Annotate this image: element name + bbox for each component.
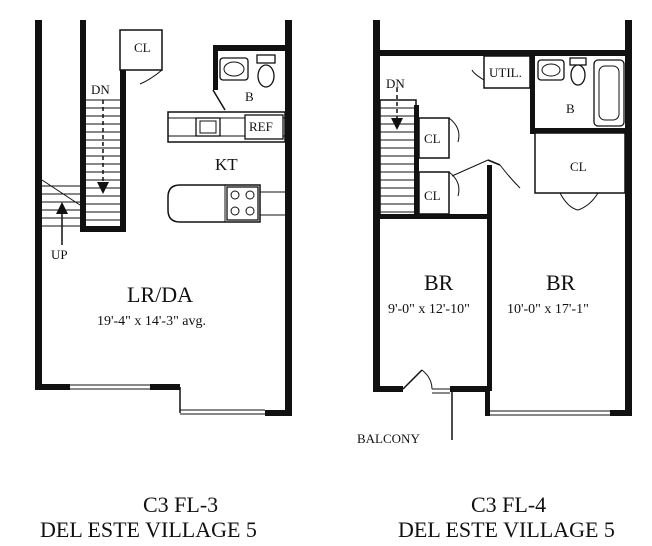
fl4-bedroom-2-dim: 10'-0" x 17'-1"	[507, 302, 589, 317]
fl4-bottom-wall-right	[610, 410, 632, 416]
fl3-bottom-wall-left	[35, 384, 70, 390]
fl4-stair-down: DN	[379, 76, 417, 217]
fl4-utility: UTIL.	[471, 55, 531, 89]
fl3-stair-down: DN	[80, 20, 126, 232]
fl4-left-wall	[373, 20, 380, 392]
fl3-closet-label: CL	[134, 40, 151, 55]
fl4-right-wall	[625, 20, 632, 415]
fl3-caption-line1: C3 FL-3	[143, 492, 218, 517]
fl3-cooktop	[226, 186, 259, 221]
fl3-up-label: UP	[51, 247, 68, 262]
fl4-sink	[537, 59, 565, 81]
fl4-bedroom-1-label: BR	[424, 270, 454, 295]
plan-fl4: BALCONY DN	[357, 20, 632, 542]
fl3-living-dining-label: LR/DA	[127, 282, 193, 307]
fl4-bottom-wall-mid	[450, 386, 490, 392]
fl3-living-dining-dim: 19'-4" x 14'-3" avg.	[97, 314, 206, 329]
fl3-down-label: DN	[91, 82, 110, 97]
fl3-window-2	[180, 409, 265, 415]
fl3-bottom-wall-mid	[150, 384, 180, 390]
fl4-balcony-label: BALCONY	[357, 431, 420, 446]
fl4-closet-3: CL	[534, 132, 626, 211]
fl4-closet-1: CL	[418, 117, 460, 159]
fl3-bath-label: B	[245, 89, 254, 104]
fl3-closet: CL	[119, 29, 163, 85]
fl3-bottom-wall-right	[265, 410, 292, 416]
fl3-kitchen-counter-top: REF	[167, 111, 286, 143]
fl4-bath-label: B	[566, 101, 575, 116]
fl3-bath-top-wall	[215, 45, 290, 51]
fl4-closet-2-label: CL	[424, 188, 441, 203]
fl4-bath: B	[530, 56, 632, 134]
fl4-bottom-wall-left	[373, 386, 403, 392]
fl3-bath-left-wall	[213, 45, 218, 90]
plan-fl3: B CL	[35, 20, 292, 542]
fl3-kitchen-label: KT	[215, 155, 238, 174]
fl4-down-label: DN	[386, 76, 405, 91]
fl4-window-bottom	[490, 410, 610, 416]
fl4-hall-wall	[414, 105, 419, 217]
fl4-utility-label: UTIL.	[489, 65, 522, 80]
fl4-balcony-door	[402, 369, 453, 440]
fl4-caption-line1: C3 FL-4	[471, 492, 546, 517]
fl3-ref-label: REF	[249, 119, 273, 134]
fl3-toilet	[256, 54, 276, 88]
fl4-bottom-step	[485, 386, 490, 416]
fl4-hall-bottom-wall	[380, 214, 488, 219]
fl3-left-wall	[35, 20, 42, 390]
fl4-closet-2: CL	[418, 171, 460, 215]
fl4-closet-1-label: CL	[424, 131, 441, 146]
fl4-bathtub	[593, 59, 625, 127]
fl4-closet-3-label: CL	[570, 159, 587, 174]
fl4-caption-line2: DEL ESTE VILLAGE 5	[398, 517, 615, 542]
fl3-caption-line2: DEL ESTE VILLAGE 5	[40, 517, 257, 542]
fl4-toilet	[570, 64, 586, 86]
fl3-kitchen-island	[167, 184, 285, 223]
fl4-top-wall	[373, 50, 632, 56]
fl4-hall-doors	[451, 159, 521, 189]
fl3-window-1	[70, 384, 150, 390]
fl4-bedroom-2-label: BR	[546, 270, 576, 295]
fl3-right-wall	[285, 20, 292, 415]
fl3-stair-up: UP	[41, 179, 81, 262]
fl4-bedroom-1-dim: 9'-0" x 12'-10"	[388, 302, 470, 317]
fl4-bedroom-partition	[487, 165, 492, 391]
fl3-refrigerator	[244, 114, 284, 140]
fl3-kitchen-sink	[195, 117, 221, 137]
